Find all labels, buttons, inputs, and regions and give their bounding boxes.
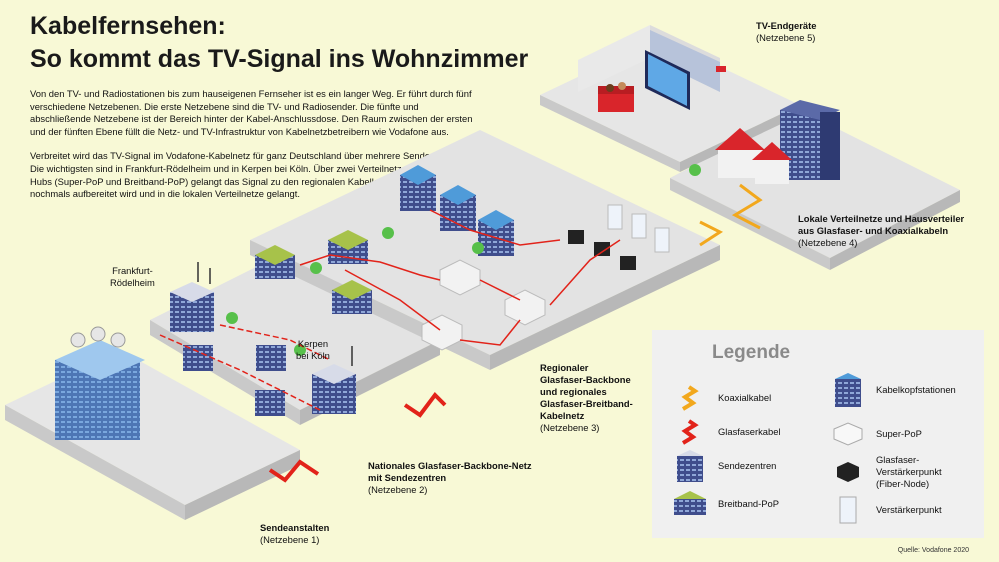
super-pop [439,259,481,296]
legend-title: Legende [712,342,791,363]
broadband-pop [255,245,295,279]
legend-item-broadcast-center: Sendezentren [670,446,776,486]
broadcaster-area [55,326,145,440]
broadcast-center-icon [670,446,710,486]
legend-item-broadband-pop: Breitband-PoP [670,484,779,524]
legend-item-fiber: Glasfaserkabel [670,412,781,452]
regional-area [255,165,670,351]
headend-building [400,165,436,211]
label-broadcasters: Sendeanstalten (Netzebene 1) [260,522,330,545]
intro-paragraph-1: Von den TV- und Radiostationen bis zum h… [30,88,473,137]
label-tv-devices: TV-Endgeräte (Netzebene 5) [756,20,817,43]
broadcast-center-frankfurt [170,262,214,332]
page-title: Kabelfernsehen: So kommt das TV-Signal i… [30,10,528,76]
broadband-pop-icon [670,484,710,524]
legend-item-headend: Kabelkopfstationen [828,370,956,410]
intro-text: Von den TV- und Radiostationen bis zum h… [30,88,480,201]
legend: Legende Koaxialkabel Glasfaserkabel Send… [652,330,984,538]
broadcast-center-kerpen [312,346,356,414]
intro-paragraph-2: Verbreitet wird das TV-Signal im Vodafon… [30,150,464,200]
national-area [159,262,356,416]
headend-icon [828,370,868,410]
amplifier-icon [828,490,868,530]
super-pop [504,289,546,326]
legend-item-amplifier: Verstärkerpunkt [828,490,942,530]
fiber-cable-icon [670,412,710,452]
coax-cable-icon [670,378,710,418]
label-local-networks: Lokale Verteilnetze und Hausverteiler au… [798,213,965,248]
title-line-1: Kabelfernsehen: [30,12,226,40]
label-kerpen: Kerpen bei Köln [296,338,330,361]
local-area [689,100,840,247]
label-frankfurt: Frankfurt- Rödelheim [110,265,155,288]
source-note: Quelle: Vodafone 2020 [897,547,969,554]
headend-building [478,210,514,256]
label-national-backbone: Nationales Glasfaser-Backbone-Netz mit S… [368,460,532,495]
tv-room [578,25,726,112]
legend-item-fiber-node: Glasfaser-Verstärkerpunkt (Fiber-Node) [828,452,984,492]
legend-item-coax: Koaxialkabel [670,378,771,418]
fiber-node-icon [828,452,868,492]
fiber-links [268,391,447,483]
broadband-pop [332,280,372,314]
title-line-2: So kommt das TV-Signal ins Wohnzimmer [30,45,529,73]
super-pop-icon [828,414,868,454]
headend-building [440,185,476,231]
legend-item-super-pop: Super-PoP [828,414,922,454]
label-regional-backbone: Regionaler Glasfaser-Backbone und region… [540,362,633,433]
